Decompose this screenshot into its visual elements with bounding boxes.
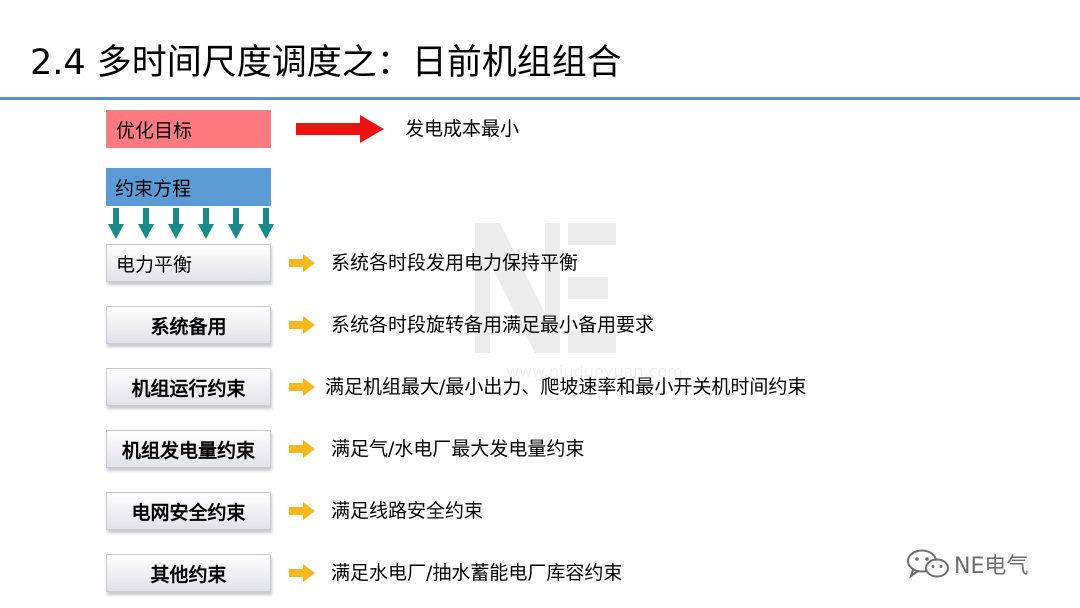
constraint-description: 满足气/水电厂最大发电量约束	[331, 438, 585, 460]
brand-name: NE电气	[954, 554, 1029, 579]
bullet-arrow-icon	[289, 564, 315, 582]
down-arrow-icon	[168, 208, 184, 239]
bullet-arrow-icon	[289, 254, 315, 272]
constraints-header-label: 约束方程	[115, 177, 192, 200]
bullet-arrow-icon	[289, 378, 315, 396]
constraint-box-power-balance: 电力平衡	[106, 244, 271, 282]
constraints-header-box: 约束方程	[106, 168, 271, 206]
constraint-label: 其他约束	[150, 563, 227, 586]
down-arrow-icon	[198, 208, 214, 239]
constraint-label: 机组运行约束	[131, 377, 246, 400]
constraint-box-grid-security: 电网安全约束	[106, 492, 271, 530]
bullet-arrow-icon	[289, 440, 315, 458]
right-arrow-icon	[296, 115, 384, 143]
down-arrows-row	[108, 208, 274, 244]
constraint-label: 系统备用	[150, 315, 227, 338]
constraint-description: 系统各时段发用电力保持平衡	[331, 252, 579, 274]
down-arrow-icon	[108, 208, 124, 239]
constraint-box-other: 其他约束	[106, 554, 271, 592]
constraint-label: 电网安全约束	[131, 501, 246, 524]
down-arrow-icon	[138, 208, 154, 239]
down-arrow-icon	[258, 208, 274, 239]
constraint-box-unit-operation: 机组运行约束	[106, 368, 271, 406]
objective-box: 优化目标	[106, 110, 271, 148]
constraint-box-system-reserve: 系统备用	[106, 306, 271, 344]
constraint-box-unit-energy: 机组发电量约束	[106, 430, 271, 468]
objective-description: 发电成本最小	[405, 118, 520, 140]
constraint-label: 电力平衡	[116, 253, 193, 276]
constraint-description: 系统各时段旋转备用满足最小备用要求	[331, 314, 655, 336]
wechat-icon	[907, 549, 949, 579]
constraint-description: 满足机组最大/最小出力、爬坡速率和最小开关机时间约束	[325, 376, 807, 398]
constraint-description: 满足水电厂/抽水蓄能电厂库容约束	[331, 562, 623, 584]
ne-watermark-logo	[470, 218, 620, 362]
bullet-arrow-icon	[289, 316, 315, 334]
down-arrow-icon	[228, 208, 244, 239]
brand-watermark: NE电气	[906, 548, 1028, 580]
objective-label: 优化目标	[116, 119, 193, 142]
slide-title: 2.4 多时间尺度调度之：日前机组组合	[30, 43, 622, 83]
title-divider	[0, 97, 1080, 100]
bullet-arrow-icon	[289, 502, 315, 520]
constraint-label: 机组发电量约束	[121, 439, 255, 462]
watermark-url: www.niudunyuan.com	[506, 362, 683, 381]
constraint-description: 满足线路安全约束	[331, 500, 484, 522]
